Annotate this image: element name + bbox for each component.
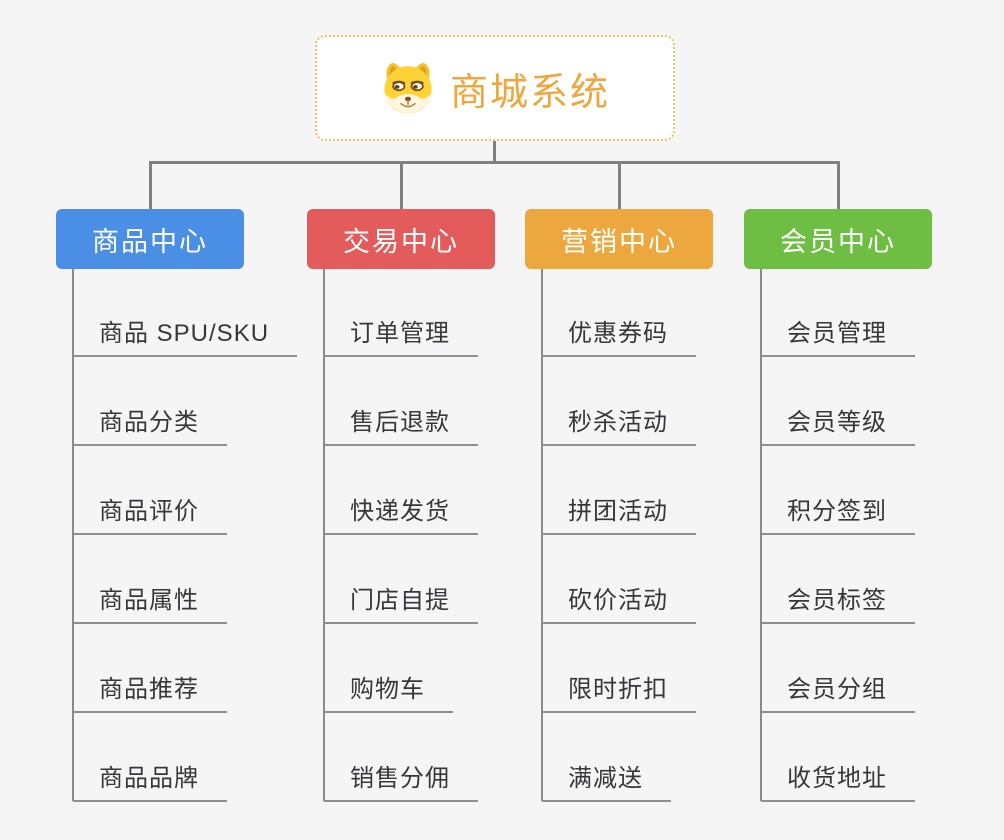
branch-trunk-line — [541, 269, 543, 801]
leaf-topic-label: 订单管理 — [350, 320, 450, 347]
leaf-topic[interactable]: 拼团活动 — [542, 497, 696, 535]
branch-topic[interactable]: 商品中心 — [56, 209, 244, 269]
branch-trunk-line — [760, 269, 762, 801]
branch-topic[interactable]: 营销中心 — [525, 209, 713, 269]
leaf-topic-label: 限时折扣 — [568, 676, 668, 703]
leaf-topic-label: 会员等级 — [787, 409, 887, 436]
leaf-topic-label: 会员管理 — [787, 320, 887, 347]
leaf-topic[interactable]: 售后退款 — [324, 408, 478, 446]
leaf-topic-label: 秒杀活动 — [568, 409, 668, 436]
leaf-topic[interactable]: 商品评价 — [73, 497, 227, 535]
leaf-topic-label: 砍价活动 — [568, 587, 668, 614]
leaf-topic[interactable]: 会员等级 — [761, 408, 915, 446]
leaf-topic[interactable]: 积分签到 — [761, 497, 915, 535]
branch-rail-connector — [149, 161, 840, 164]
branch-topic[interactable]: 交易中心 — [307, 209, 495, 269]
dog-face-icon — [380, 60, 436, 116]
leaf-topic-label: 会员分组 — [787, 676, 887, 703]
root-topic-title: 商城系统 — [449, 71, 610, 114]
leaf-topic-label: 优惠券码 — [568, 320, 668, 347]
leaf-topic-label: 购物车 — [350, 676, 425, 703]
leaf-topic[interactable]: 收货地址 — [761, 764, 915, 802]
leaf-topic-label: 门店自提 — [350, 587, 450, 614]
leaf-topic[interactable]: 会员分组 — [761, 675, 915, 713]
leaf-topic-label: 商品品牌 — [99, 765, 199, 792]
branch-topic[interactable]: 会员中心 — [744, 209, 932, 269]
leaf-topic-label: 商品 SPU/SKU — [99, 320, 270, 347]
leaf-topic[interactable]: 秒杀活动 — [542, 408, 696, 446]
leaf-topic[interactable]: 会员管理 — [761, 319, 915, 357]
branch-drop-connector — [400, 161, 403, 210]
root-topic[interactable]: 商城系统 — [315, 35, 675, 141]
leaf-topic[interactable]: 商品分类 — [73, 408, 227, 446]
branch-drop-connector — [149, 161, 152, 210]
leaf-topic-label: 商品分类 — [99, 409, 199, 436]
leaf-topic-label: 积分签到 — [787, 498, 887, 525]
leaf-topic[interactable]: 商品 SPU/SKU — [73, 319, 298, 357]
root-stem-connector — [493, 141, 496, 163]
leaf-topic[interactable]: 商品品牌 — [73, 764, 227, 802]
branch-topic-label: 交易中心 — [343, 226, 459, 257]
leaf-topic[interactable]: 会员标签 — [761, 586, 915, 624]
branch-topic-label: 营销中心 — [561, 226, 677, 257]
leaf-topic-label: 商品推荐 — [99, 676, 199, 703]
leaf-topic[interactable]: 商品属性 — [73, 586, 227, 624]
branch-topic-label: 会员中心 — [780, 226, 896, 257]
leaf-topic[interactable]: 门店自提 — [324, 586, 478, 624]
leaf-topic-label: 售后退款 — [350, 409, 450, 436]
leaf-topic[interactable]: 商品推荐 — [73, 675, 227, 713]
branch-topic-label: 商品中心 — [92, 226, 208, 257]
leaf-topic-label: 商品属性 — [99, 587, 199, 614]
leaf-topic[interactable]: 优惠券码 — [542, 319, 696, 357]
leaf-topic[interactable]: 销售分佣 — [324, 764, 478, 802]
leaf-topic[interactable]: 满减送 — [542, 764, 671, 802]
leaf-topic[interactable]: 购物车 — [324, 675, 453, 713]
leaf-topic-label: 销售分佣 — [350, 765, 450, 792]
leaf-topic-label: 商品评价 — [99, 498, 199, 525]
leaf-topic-label: 拼团活动 — [568, 498, 668, 525]
branch-trunk-line — [72, 269, 74, 801]
leaf-topic-label: 会员标签 — [787, 587, 887, 614]
leaf-topic-label: 满减送 — [568, 765, 643, 792]
leaf-topic[interactable]: 砍价活动 — [542, 586, 696, 624]
branch-trunk-line — [323, 269, 325, 801]
leaf-topic-label: 收货地址 — [787, 765, 887, 792]
leaf-topic-label: 快递发货 — [350, 498, 450, 525]
leaf-topic[interactable]: 限时折扣 — [542, 675, 696, 713]
branch-drop-connector — [837, 161, 840, 210]
leaf-topic[interactable]: 订单管理 — [324, 319, 478, 357]
branch-drop-connector — [618, 161, 621, 210]
leaf-topic[interactable]: 快递发货 — [324, 497, 478, 535]
